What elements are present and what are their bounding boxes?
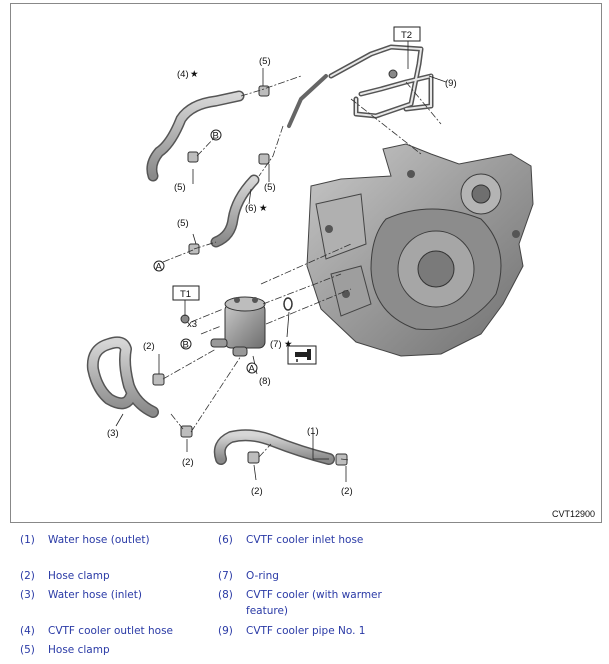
legend-number: (1)	[20, 534, 35, 546]
callout-2: (2)	[251, 486, 263, 497]
water-hose-inlet	[86, 336, 159, 418]
cooler-outlet-hose	[146, 90, 245, 182]
svg-text:T1: T1	[180, 289, 191, 300]
callout-2: (2)	[341, 486, 353, 497]
legend-text: Hose clamp	[48, 570, 110, 582]
bolt-t2	[388, 69, 398, 79]
legend-text: Water hose (inlet)	[48, 589, 142, 601]
star-mark: ★	[190, 69, 199, 80]
assembly-lines	[162, 75, 442, 461]
legend-number: (6)	[218, 534, 233, 546]
torque-tag-t1: T1	[172, 285, 200, 301]
svg-text:B: B	[183, 340, 189, 351]
callout-3: (3)	[107, 428, 119, 439]
star-mark: ★	[259, 203, 268, 214]
callout-4: (4)	[177, 69, 189, 80]
o-ring	[283, 297, 293, 311]
cvtf-cooler	[210, 296, 266, 357]
connection-marker-a: A	[246, 362, 258, 375]
legend-number: (9)	[218, 625, 233, 637]
svg-text:A: A	[249, 364, 256, 375]
diagram-canvas: (5) (4) ★ (5) (5) (6) ★ (5) (9) (2) (7) …	[86, 26, 534, 497]
leader-lines	[115, 41, 447, 482]
callout-9: (9)	[445, 78, 457, 89]
legend-number: (8)	[218, 589, 233, 601]
legend-text: CVTF cooler (with warmer	[246, 589, 382, 601]
cooler-inlet-hose	[210, 174, 260, 248]
connection-marker-b: B	[180, 338, 192, 351]
figure-code: CVT12900	[551, 509, 595, 519]
legend-text: O-ring	[246, 570, 279, 582]
callout-7: (7)	[270, 339, 282, 350]
legend-text: Hose clamp	[48, 644, 110, 656]
legend-text: CVTF cooler inlet hose	[246, 534, 364, 546]
svg-text:T2: T2	[401, 30, 412, 41]
callout-2: (2)	[143, 341, 155, 352]
legend-number: (4)	[20, 625, 35, 637]
callout-5: (5)	[259, 56, 271, 67]
legend-number: (5)	[20, 644, 35, 656]
connection-marker-b: B	[210, 129, 222, 142]
legend-text: CVTF cooler outlet hose	[48, 625, 173, 637]
callout-5: (5)	[177, 218, 189, 229]
callout-8: (8)	[259, 376, 271, 387]
water-hose-outlet	[213, 429, 335, 465]
legend-number: (3)	[20, 589, 35, 601]
callout-1: (1)	[307, 426, 319, 437]
transaxle-case	[306, 143, 534, 357]
star-mark: ★	[284, 339, 293, 350]
torque-tag-t2: T2	[393, 26, 421, 42]
lubricant-icon	[287, 345, 317, 365]
svg-text:A: A	[156, 262, 163, 273]
callout-6: (6)	[245, 203, 257, 214]
exploded-parts-diagram: (5) (4) ★ (5) (5) (6) ★ (5) (9) (2) (7) …	[10, 3, 602, 523]
legend-number: (7)	[218, 570, 233, 582]
legend-text: CVTF cooler pipe No. 1	[246, 625, 366, 637]
callout-5: (5)	[174, 182, 186, 193]
legend-number: (2)	[20, 570, 35, 582]
pipe-segment	[287, 74, 328, 128]
legend-text: feature)	[246, 605, 289, 617]
svg-text:B: B	[213, 131, 219, 142]
bolt-quantity: x3	[187, 319, 197, 330]
callout-5: (5)	[264, 182, 276, 193]
callout-2: (2)	[182, 457, 194, 468]
legend-text: Water hose (outlet)	[48, 534, 150, 546]
connection-marker-a: A	[153, 260, 165, 273]
